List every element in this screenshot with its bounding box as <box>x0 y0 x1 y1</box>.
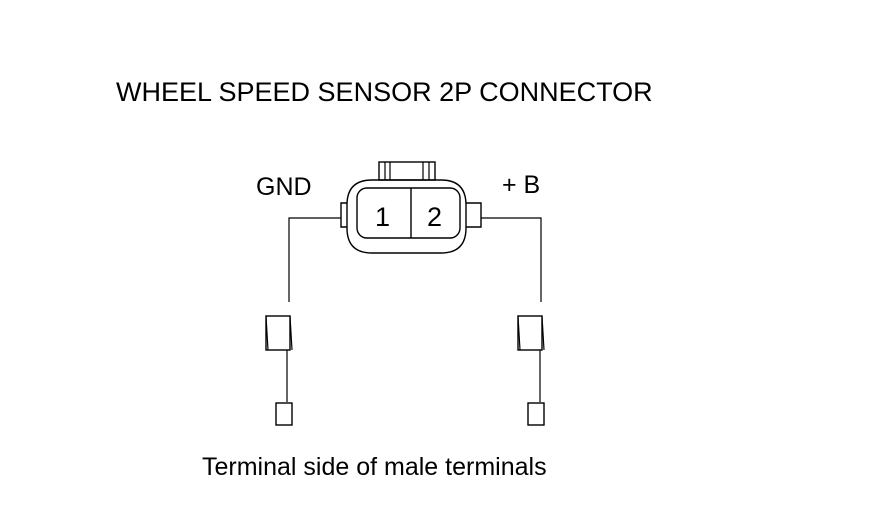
pin-2-probe-upper <box>517 315 543 351</box>
pin-1-wire <box>288 217 341 302</box>
pin-2-lead <box>481 217 545 426</box>
connector-housing <box>340 161 482 254</box>
connector-shell <box>346 179 467 254</box>
pin-1-lead <box>265 217 341 426</box>
pin-1-number: 1 <box>375 202 390 232</box>
pin-1-probe-tip <box>275 402 293 426</box>
pin-1-probe-upper <box>265 315 291 351</box>
pin-2-wire <box>481 217 542 302</box>
pin-2-signal-label: + B <box>502 171 540 199</box>
diagram-caption: Terminal side of male terminals <box>202 453 547 481</box>
connector-right-ear <box>466 202 482 228</box>
connector-lock-tab <box>378 161 436 181</box>
connector-left-ear <box>340 202 347 228</box>
connector-cavity <box>356 187 461 239</box>
pin-2-probe-tip <box>527 402 545 426</box>
diagram-title: WHEEL SPEED SENSOR 2P CONNECTOR <box>116 77 653 107</box>
pin-1-signal-label: GND <box>256 173 312 201</box>
pin-2-number: 2 <box>427 202 442 232</box>
